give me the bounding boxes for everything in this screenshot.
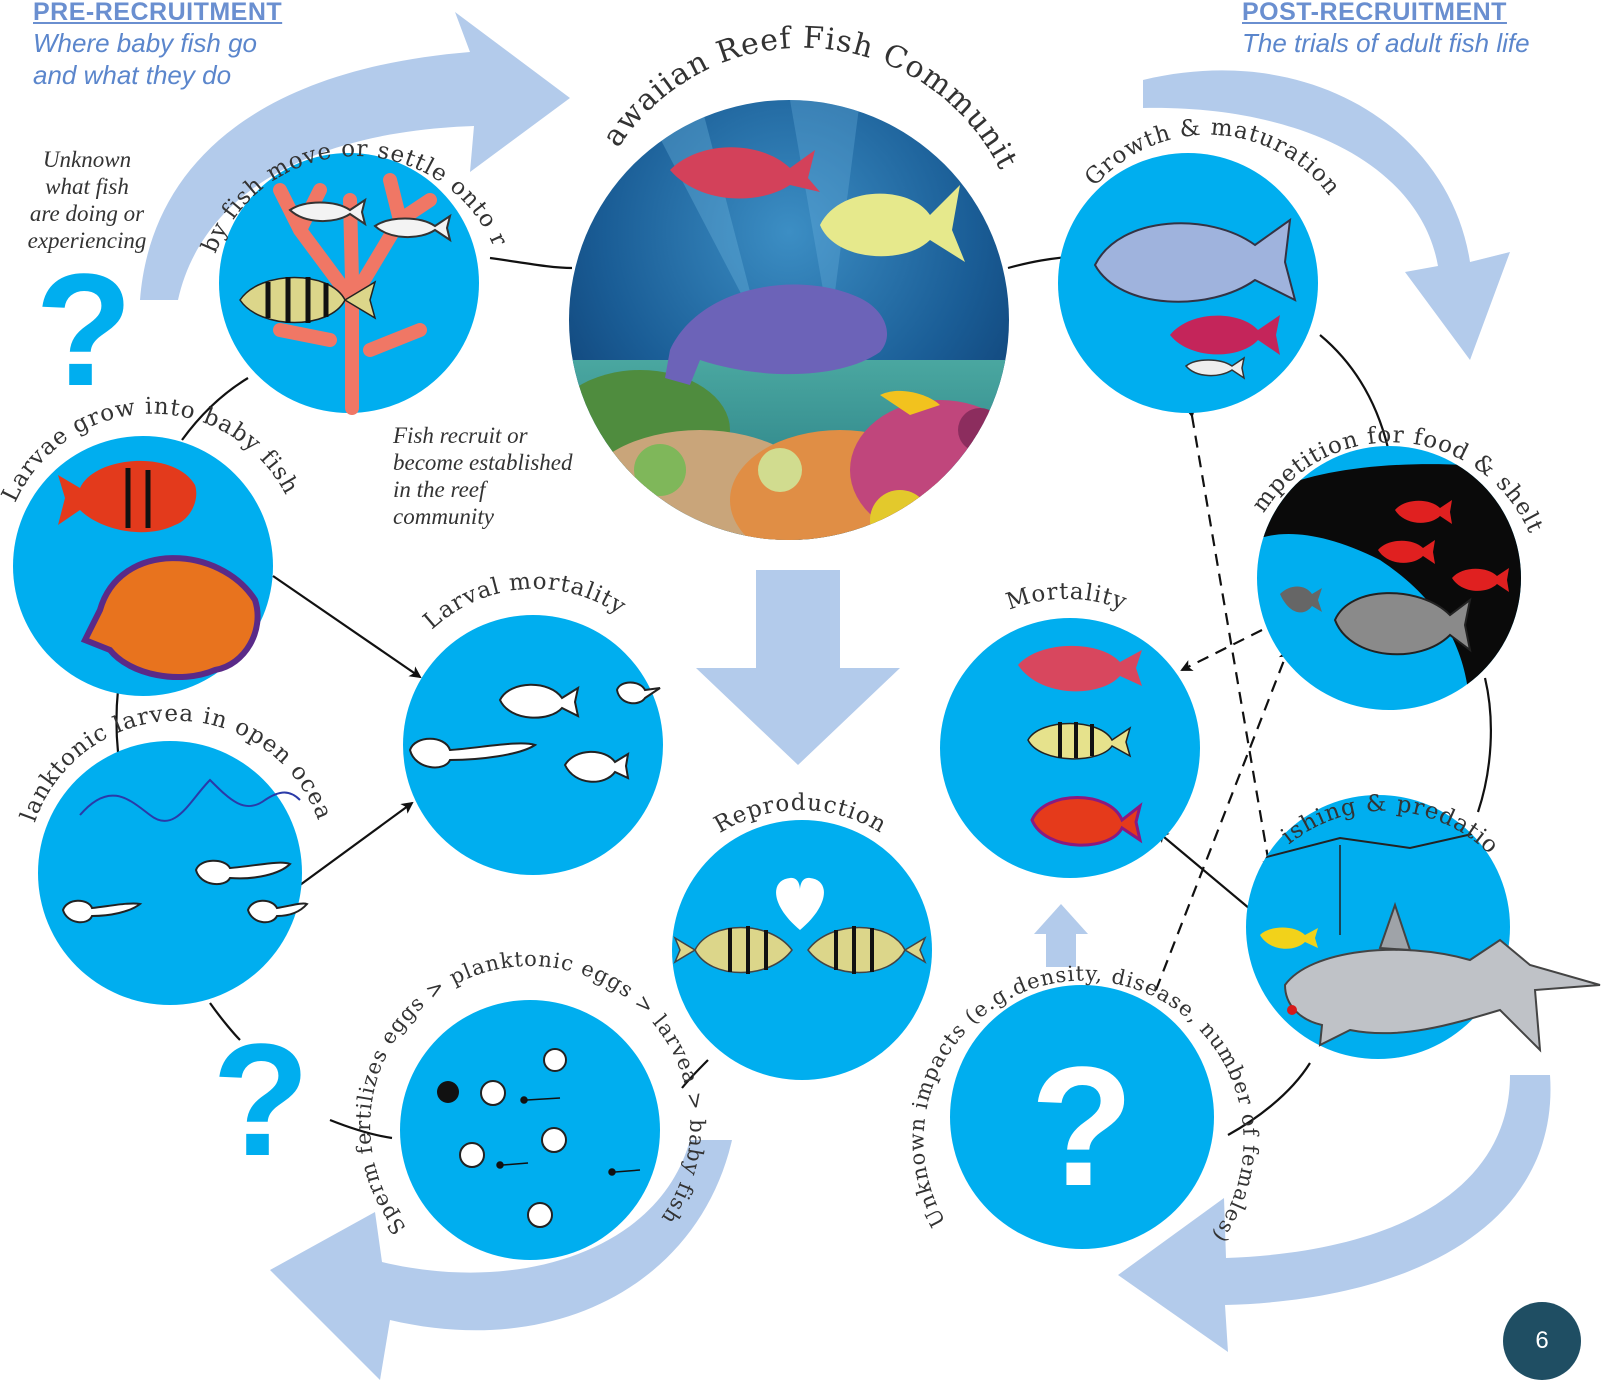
- larva-icon: [194, 859, 292, 886]
- connector-planktonic-qmark: [209, 1002, 241, 1041]
- red-fish-icon: [1170, 315, 1280, 355]
- unknown-note-line: Unknown: [42, 147, 132, 172]
- post-recruitment-subtitle: The trials of adult fish life: [1242, 28, 1530, 58]
- post-recruitment-title: POST-RECRUITMENT: [1242, 0, 1507, 26]
- pre-recruitment-subtitle: Where baby fish go and what they do: [33, 27, 257, 91]
- growth-circle: [1058, 153, 1318, 413]
- arrow-planktonic-to-mortality: [299, 801, 414, 886]
- connector-competition-fishing: [1476, 677, 1492, 813]
- heart-icon: [776, 877, 824, 930]
- cycle-connectors: [115, 254, 1492, 1140]
- shark-icon: [1283, 938, 1601, 1053]
- small-up-arrow: [1034, 904, 1088, 967]
- connector-qmark-sperm: [329, 1118, 393, 1140]
- question-mark-icon: ?: [35, 240, 133, 419]
- center-community-circle: [569, 100, 1009, 540]
- recruit-note-line: Fish recruit or: [393, 423, 528, 448]
- connector-baby-larvae: [181, 377, 249, 441]
- dead-fish-icon: [498, 683, 580, 719]
- regal-angelfish-icon: [80, 555, 261, 681]
- dead-larva-icon: [408, 737, 538, 769]
- damselfish-icon: [1333, 592, 1472, 656]
- page-number-badge: 6: [1503, 1302, 1581, 1380]
- dead-angelfish-icon: [1030, 796, 1143, 847]
- question-mark-icon: ?: [212, 1010, 310, 1189]
- parrotfish-growth-icon: [1093, 217, 1297, 303]
- connector-fishing-unknown: [1227, 1062, 1311, 1136]
- tang-left-icon: [673, 926, 793, 974]
- yellow-tang-icon: [820, 185, 965, 262]
- arrow-fishing-to-mortality: [1156, 830, 1257, 915]
- unknown-note-line: what fish: [45, 174, 129, 199]
- dead-convict-tang-icon: [1027, 722, 1132, 760]
- fishing-circle: [1246, 795, 1601, 1059]
- larval-mortality-circle: [403, 615, 663, 875]
- striped-fish-icon: [288, 197, 367, 227]
- recruit-note-line: in the reef: [393, 477, 486, 502]
- cycle-arrow-bottom-left: [270, 1140, 732, 1380]
- connector-growth-competition: [1319, 334, 1390, 449]
- pre-recruitment-subtitle-line2: and what they do: [33, 60, 232, 90]
- yellow-fish-icon: [1260, 927, 1318, 949]
- unknown-note-line: are doing or: [29, 201, 145, 226]
- dashed-connectors: [1154, 405, 1290, 991]
- mortality-label: Mortality: [1003, 579, 1131, 616]
- dashed-unknown-competition: [1154, 648, 1290, 991]
- soldierfish-group-icon: [1378, 500, 1509, 592]
- pre-recruitment-subtitle-line1: Where baby fish go: [33, 28, 258, 58]
- unknown-note-line: experiencing: [27, 228, 147, 253]
- recruit-note-line: become established: [393, 450, 573, 475]
- cycle-arrow-top-right: [1143, 70, 1510, 361]
- parrotfish-icon: [665, 284, 888, 385]
- pre-recruitment-title: PRE-RECRUITMENT: [33, 0, 283, 26]
- unknown-impacts-question-icon: ?: [1030, 1032, 1134, 1222]
- unknown-note: Unknown what fish are doing or experienc…: [12, 146, 162, 254]
- wave-icon: [79, 778, 301, 822]
- cycle-arrows: [140, 12, 1551, 1380]
- reproduction-circle: [672, 820, 932, 1080]
- competition-circle: [1257, 446, 1521, 710]
- dead-red-fish-icon: [1018, 645, 1142, 692]
- cycle-arrow-bottom-right: [1118, 1075, 1551, 1352]
- connector-sperm-reproduction: [681, 1059, 709, 1089]
- dashed-competition-mortality: [1180, 629, 1263, 671]
- center-down-arrow: [696, 570, 900, 765]
- planktonic-circle: [38, 741, 309, 1005]
- connector-larvae-planktonic: [115, 689, 120, 753]
- baby-fish-circle: [219, 153, 479, 415]
- unknown-impacts-circle: ?: [950, 985, 1214, 1249]
- dashed-growth-fishing: [1184, 405, 1275, 872]
- sperm-circle: [400, 1000, 660, 1260]
- cycle-arrow-top-left: [140, 12, 570, 300]
- mortality-circle: [940, 618, 1200, 878]
- sperm-icon: [520, 1096, 528, 1104]
- connector-baby-center: [489, 256, 573, 270]
- recruit-note-line: community: [393, 504, 494, 529]
- arrow-larvae-to-mortality: [272, 575, 422, 679]
- egg-icon: [480, 1080, 506, 1106]
- red-snapper-icon: [670, 147, 820, 199]
- larvae-grow-circle: [13, 436, 273, 696]
- recruit-note: Fish recruit or become established in th…: [393, 422, 572, 530]
